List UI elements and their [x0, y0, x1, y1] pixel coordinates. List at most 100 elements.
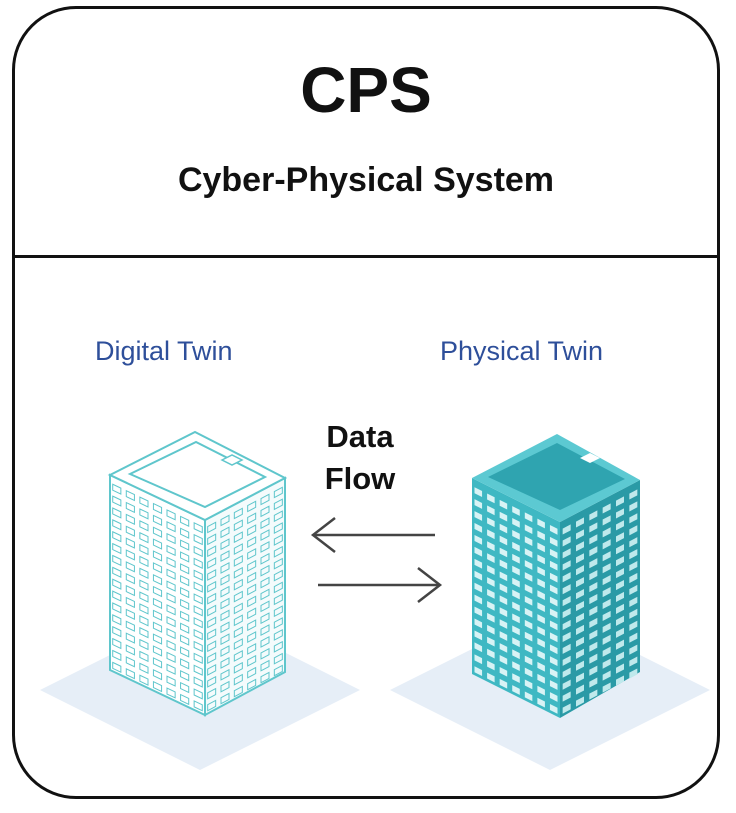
window: [152, 502, 163, 515]
window: [233, 661, 243, 674]
window: [180, 622, 190, 634]
window: [125, 620, 135, 632]
window: [273, 605, 283, 618]
window: [562, 655, 571, 666]
window: [602, 598, 611, 610]
window: [524, 691, 533, 702]
window: [499, 631, 508, 641]
window: [260, 529, 270, 541]
window: [537, 578, 545, 589]
window: [247, 548, 257, 560]
window: [549, 644, 558, 655]
window: [207, 521, 217, 534]
window: [220, 562, 230, 574]
window: [589, 641, 598, 652]
window: [260, 505, 270, 518]
window: [589, 653, 598, 664]
window: [537, 542, 545, 553]
window: [207, 687, 217, 700]
window: [193, 700, 203, 712]
window: [233, 543, 243, 555]
window: [139, 555, 149, 568]
window: [629, 549, 638, 560]
window: [112, 566, 122, 578]
window: [193, 605, 203, 617]
window: [207, 545, 217, 558]
window: [512, 553, 520, 564]
window: [524, 536, 533, 546]
window: [166, 556, 176, 569]
window: [207, 580, 217, 593]
window: [247, 631, 257, 643]
window: [207, 616, 217, 629]
window: [549, 584, 558, 595]
window: [616, 603, 624, 614]
window: [589, 510, 598, 521]
window: [260, 541, 270, 553]
window: [562, 703, 571, 714]
window: [616, 639, 624, 650]
window: [549, 692, 558, 702]
window: [233, 673, 243, 686]
window: [152, 621, 163, 633]
window: [576, 636, 584, 647]
window: [499, 655, 508, 665]
window: [629, 501, 638, 512]
window: [166, 639, 176, 652]
window: [193, 522, 203, 534]
window: [180, 669, 190, 682]
window: [487, 648, 495, 659]
window: [474, 642, 483, 653]
window: [180, 574, 190, 587]
window: [524, 607, 533, 618]
window: [247, 607, 257, 620]
window: [537, 626, 545, 636]
window: [220, 633, 230, 646]
window: [549, 680, 558, 690]
window: [180, 598, 190, 611]
window: [112, 542, 122, 555]
window: [474, 666, 483, 677]
window: [260, 636, 270, 648]
window: [180, 610, 190, 622]
window: [273, 534, 283, 546]
window: [260, 671, 270, 684]
window: [589, 617, 598, 628]
window: [602, 586, 611, 598]
window: [487, 589, 495, 599]
window: [260, 600, 270, 613]
window: [139, 662, 149, 674]
window: [180, 563, 190, 575]
window: [152, 633, 163, 645]
window: [562, 572, 571, 583]
window: [629, 513, 638, 524]
window: [562, 619, 571, 631]
window: [512, 613, 520, 624]
window: [220, 514, 230, 527]
window: [537, 638, 545, 648]
window: [549, 548, 558, 559]
window: [207, 699, 217, 712]
window: [487, 541, 495, 552]
window: [152, 550, 163, 562]
window: [233, 519, 243, 532]
window: [474, 558, 483, 569]
window: [247, 595, 257, 608]
window: [152, 657, 163, 669]
window: [474, 499, 483, 509]
window: [247, 619, 257, 632]
window: [125, 489, 135, 502]
window: [537, 649, 545, 660]
page-subtitle: Cyber-Physical System: [177, 161, 555, 199]
window: [629, 561, 638, 572]
window: [125, 501, 135, 514]
window: [499, 666, 508, 677]
window: [474, 654, 483, 665]
window: [247, 583, 257, 596]
window: [220, 657, 230, 669]
window: [220, 597, 230, 610]
window: [524, 560, 533, 570]
window: [112, 578, 122, 590]
window: [537, 673, 545, 684]
